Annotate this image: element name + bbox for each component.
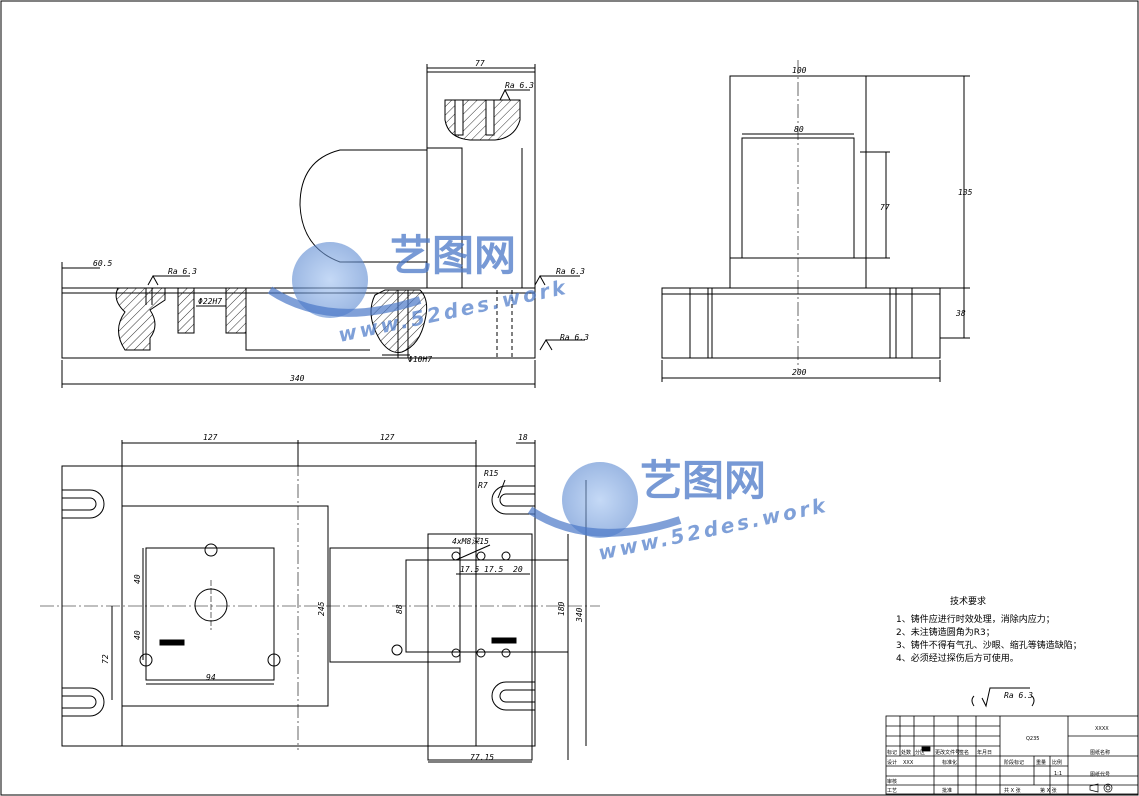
tb-label-date: 年月日: [977, 749, 992, 756]
dim-20: 20: [513, 565, 523, 574]
tb-material: Q235: [1026, 736, 1039, 742]
tech-item-1: 1、铸件应进行时效处理，消除内应力；: [896, 613, 1055, 625]
rough-1: Ra 6.3: [168, 267, 197, 276]
watermark-1: 艺图网 www.52des.work: [267, 231, 570, 347]
tb-label-zone: 分区: [915, 749, 925, 756]
tb-stage: 阶段标记: [1004, 759, 1024, 766]
tb-drawing-name: 图纸名称: [1090, 749, 1110, 756]
plan-view: [40, 440, 600, 763]
title-block: [885, 715, 1139, 795]
dim-17-5-a: 17.5: [460, 565, 479, 574]
tb-label-sign: 签名: [959, 749, 969, 756]
tech-item-4: 4、必须经过探伤后方可使用。: [896, 652, 1019, 664]
dim-80: 80: [794, 125, 804, 134]
dim-200: 200: [792, 368, 807, 377]
watermark-2-globe-icon: [562, 462, 638, 538]
dim-72: 72: [101, 654, 110, 664]
dim-r15: R15: [484, 469, 499, 478]
tb-design-name: XXX: [903, 760, 914, 766]
dim-340: 340: [289, 374, 305, 383]
tb-sheet: 第 X 张: [1040, 787, 1057, 794]
dim-340-v: 340: [575, 607, 584, 623]
dim-88: 88: [395, 604, 404, 614]
dim-38: 38: [955, 309, 966, 318]
tb-scale-val: 1:1: [1054, 771, 1062, 777]
dim-100: 100: [792, 66, 807, 75]
tb-approve: 批准: [942, 787, 952, 794]
dim-40-a: 40: [133, 574, 142, 584]
tech-item-3: 3、铸件不得有气孔、沙眼、缩孔等铸造缺陷；: [896, 639, 1082, 651]
dim-180: 180: [557, 601, 566, 616]
dim-245: 245: [317, 601, 326, 616]
dim-135: 135: [958, 188, 973, 197]
side-view: [661, 60, 970, 382]
tb-label-count: 处数: [901, 749, 911, 756]
watermark-2: 艺图网 www.52des.work: [527, 456, 830, 565]
dim-77-15: 77.15: [470, 753, 494, 762]
tb-weight: 重量: [1036, 759, 1046, 766]
front-view-labels: 77 60.5 340 Φ22H7 Φ10H7 Ra 6.3 Ra 6.3 Ra…: [93, 59, 589, 383]
projection-symbol: [1089, 783, 1113, 793]
dim-77: 77: [475, 59, 485, 68]
dim-bore-22: Φ22H7: [198, 297, 222, 306]
tb-label-mark: 标记: [887, 749, 897, 756]
dim-holes: 4xM8深15: [452, 537, 489, 546]
tech-item-2: 2、未注铸造圆角为R3；: [896, 626, 995, 638]
watermark-globe-icon: [292, 242, 368, 318]
tech-requirements: 技术要求 1、铸件应进行时效处理，消除内应力； 2、未注铸造圆角为R3； 3、铸…: [896, 595, 1082, 708]
tb-craft: 工艺: [887, 788, 897, 794]
dim-17-5-b: 17.5: [484, 565, 503, 574]
tb-design: 设计: [887, 759, 897, 766]
plan-view-labels: 127 127 18 R15 R7 4xM8深15 17.5 17.5 20 4…: [101, 433, 584, 762]
front-view: [61, 64, 585, 388]
tb-scale: 比例: [1052, 759, 1062, 766]
side-view-labels: 100 80 77 135 38 200: [792, 66, 973, 377]
rough-3: Ra 6.3: [560, 333, 589, 342]
tech-title: 技术要求: [950, 595, 986, 607]
dim-94: 94: [206, 673, 216, 682]
rough-4: Ra 6.3: [505, 81, 534, 90]
tb-label-file: 更改文件号: [935, 749, 960, 756]
dim-127-a: 127: [203, 433, 218, 442]
rough-2: Ra 6.3: [556, 267, 585, 276]
dim-127-b: 127: [380, 433, 395, 442]
dim-60-5: 60.5: [93, 259, 112, 268]
tb-drawing-no: 图纸代号: [1090, 771, 1110, 778]
watermark-2-cn: 艺图网: [640, 456, 766, 505]
tb-company: XXXX: [1095, 726, 1109, 732]
tb-standard: 标准化: [942, 759, 957, 766]
dim-bore-10: Φ10H7: [408, 355, 432, 364]
tech-roughness: Ra 6.3: [1004, 691, 1033, 700]
title-block-text: Q235 XXXX 图纸名称 图纸代号 标记 处数 分区 更改文件号 签名 年月…: [887, 726, 1113, 794]
dim-r7: R7: [478, 481, 488, 490]
dim-77-side: 77: [880, 203, 890, 212]
watermark-1-cn: 艺图网: [390, 231, 516, 280]
dim-40-b: 40: [133, 630, 142, 640]
tb-review: 审核: [887, 778, 897, 785]
tb-sheets: 共 X 张: [1004, 787, 1021, 794]
dim-18: 18: [518, 433, 528, 442]
